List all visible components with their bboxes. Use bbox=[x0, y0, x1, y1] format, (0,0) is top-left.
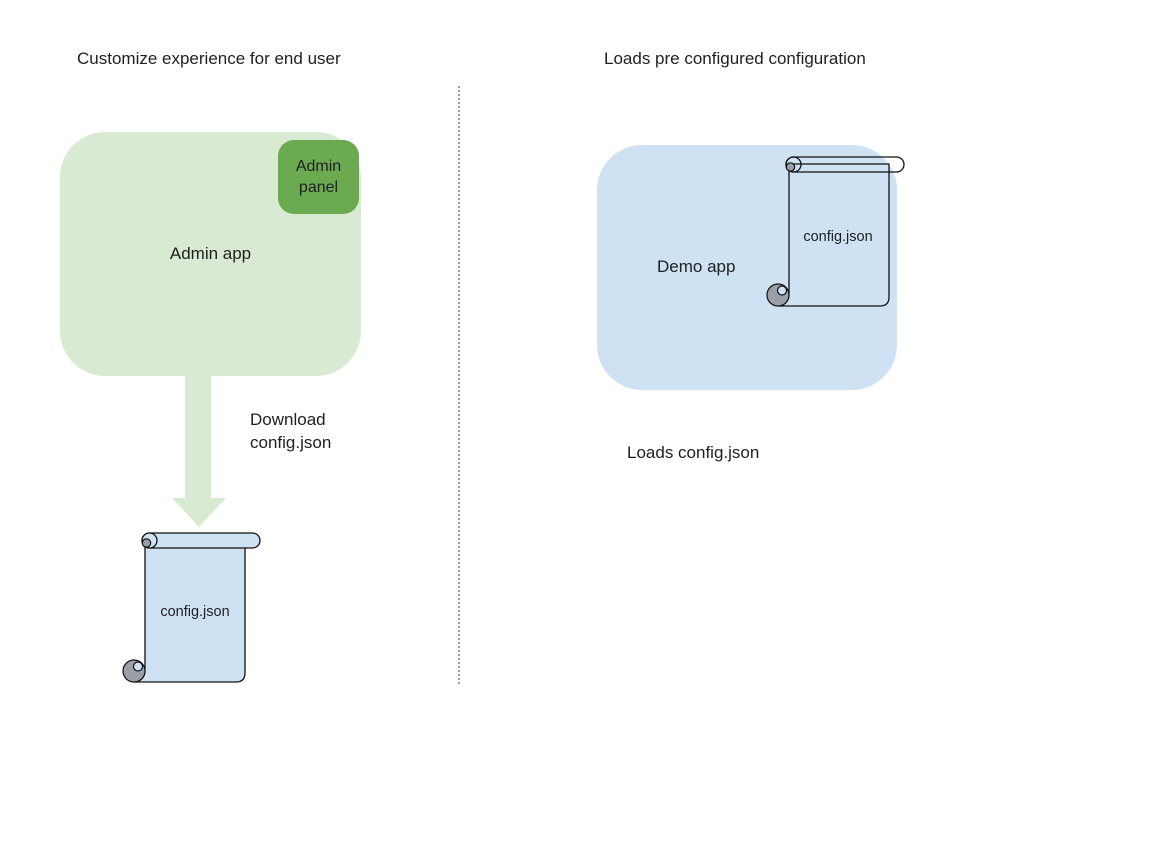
admin-panel-label: Admin panel bbox=[295, 158, 342, 196]
section-divider bbox=[458, 86, 460, 684]
admin-app-label: Admin app bbox=[169, 244, 252, 263]
config-json-scroll-right-label: config.json bbox=[803, 229, 873, 245]
download-arrow-label: Download config.json bbox=[250, 409, 331, 454]
demo-app-label: Demo app bbox=[657, 257, 736, 276]
demo-app-shape bbox=[597, 145, 897, 390]
loads-config-caption: Loads config.json bbox=[627, 443, 760, 462]
config-json-scroll-left bbox=[122, 532, 261, 683]
download-arrow-label-line1: Download bbox=[250, 410, 326, 429]
download-arrow-label-line2: config.json bbox=[250, 432, 332, 452]
left-section-title: Customize experience for end user bbox=[77, 49, 341, 68]
right-section-title: Loads pre configured configuration bbox=[604, 49, 866, 68]
admin-panel-shape: Admin panel bbox=[278, 140, 359, 214]
download-arrow-icon bbox=[172, 376, 226, 527]
config-json-scroll-left-label: config.json bbox=[160, 604, 230, 620]
config-json-scroll-right bbox=[766, 156, 905, 307]
